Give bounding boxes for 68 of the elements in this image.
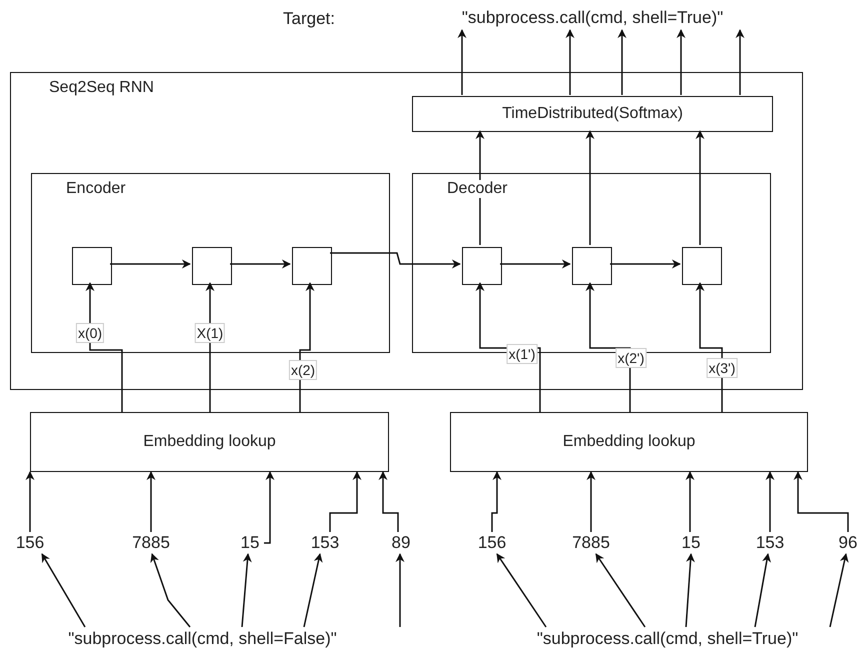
edge-label: x(2') — [616, 348, 646, 368]
layer-label: Embedding lookup — [562, 432, 696, 452]
arrow — [676, 29, 686, 95]
layer-box — [30, 412, 389, 472]
token-id: 96 — [834, 532, 862, 554]
rnn-cell-box — [72, 247, 112, 285]
arrow — [491, 471, 502, 532]
target-label: Target: — [283, 9, 335, 29]
box-heading: Seq2Seq RNN — [49, 79, 154, 97]
edge-label: x(2) — [288, 360, 318, 380]
arrow — [500, 260, 571, 268]
arrow — [595, 553, 646, 628]
rnn-cell-box — [682, 247, 722, 285]
token-id: 153 — [305, 532, 345, 554]
token-id: 15 — [677, 532, 705, 554]
token-id: 153 — [750, 532, 790, 554]
code-string: "subprocess.call(cmd, shell=True)" — [400, 6, 785, 30]
arrow — [329, 471, 362, 532]
arrow — [396, 553, 404, 627]
arrow — [264, 471, 274, 544]
arrow — [241, 553, 252, 628]
layer-box — [412, 96, 773, 132]
rnn-cell-box — [192, 247, 232, 285]
layer-box — [450, 412, 808, 472]
code-string: "subprocess.call(cmd, shell=False)" — [20, 627, 385, 651]
edge-label: X(1) — [194, 323, 226, 343]
token-id: 156 — [8, 532, 52, 554]
rnn-cell-box — [572, 247, 612, 285]
layer-label: Embedding lookup — [142, 432, 277, 452]
rnn-cell-box — [292, 247, 332, 285]
arrow — [794, 471, 849, 532]
arrow — [303, 553, 323, 628]
edge-label: x(1') — [506, 344, 538, 364]
code-string: "subprocess.call(cmd, shell=True)" — [485, 627, 850, 651]
arrow — [618, 29, 626, 95]
arrow — [586, 471, 596, 532]
arrow — [378, 471, 399, 532]
arrow — [330, 252, 461, 268]
arrow — [146, 471, 156, 532]
arrow — [766, 471, 774, 532]
arrow — [41, 553, 86, 628]
arrow — [696, 130, 704, 245]
edge-label: x(3') — [706, 358, 738, 378]
arrow — [754, 553, 771, 628]
arrow — [566, 29, 574, 95]
token-id: 7885 — [128, 532, 174, 554]
rnn-cell-box — [462, 247, 502, 285]
token-id: 156 — [472, 532, 512, 554]
arrow — [26, 471, 34, 532]
arrow — [150, 553, 191, 628]
arrow — [685, 553, 695, 628]
arrow — [110, 260, 191, 268]
arrow — [496, 553, 547, 628]
arrow — [230, 260, 291, 268]
arrow — [458, 29, 466, 95]
edge-label: x(0) — [76, 323, 104, 343]
token-id: 15 — [236, 532, 264, 554]
arrow — [829, 553, 849, 628]
token-id: 7885 — [568, 532, 614, 554]
layer-label: TimeDistributed(Softmax) — [501, 104, 684, 124]
arrow — [610, 260, 681, 268]
token-id: 89 — [387, 532, 415, 554]
arrow — [586, 282, 631, 412]
arrow — [686, 471, 694, 532]
box-heading: Decoder — [447, 180, 508, 198]
arrow — [86, 282, 123, 412]
arrow — [736, 29, 744, 95]
arrow — [586, 130, 594, 245]
